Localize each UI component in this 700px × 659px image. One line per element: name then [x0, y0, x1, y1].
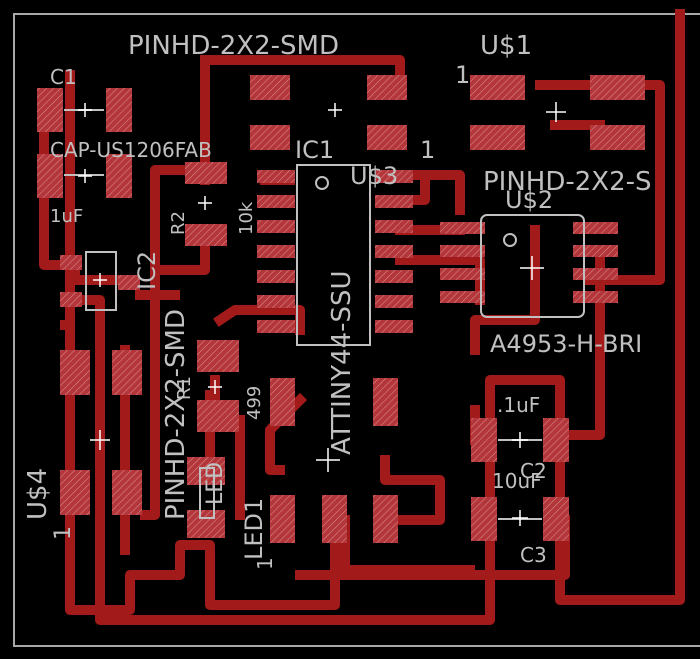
label-pinhd-right: PINHD-2X2-S: [483, 167, 652, 197]
label-r2-value: 10k: [236, 201, 257, 235]
pad-attiny-r4: [375, 245, 413, 258]
pad-a4953-l2: [440, 245, 485, 257]
pads: [37, 75, 645, 543]
label-u3: U$3: [350, 162, 398, 190]
pad-attiny-l2: [257, 195, 295, 208]
pad-a4953-r4: [573, 291, 618, 303]
label-pinhd-vertical: PINHD-2X2-SMD: [161, 309, 191, 520]
pad-vheader-4: [322, 495, 347, 543]
pad-a4953-l4: [440, 291, 485, 303]
pad-a4953-l1: [440, 222, 485, 234]
pad-u4-2: [112, 350, 142, 395]
pad-cap1uf-right: [106, 154, 132, 198]
label-r2: R2: [168, 211, 189, 235]
pad-vheader-3: [270, 495, 295, 543]
label-cap-us: CAP-US1206FAB: [50, 138, 212, 162]
pad-ic2-1: [60, 255, 82, 270]
pad-attiny-l7: [257, 320, 295, 333]
label-r1: R1: [174, 376, 195, 400]
pad-a4953-r2: [573, 245, 618, 257]
label-pin1-led: 1: [253, 557, 277, 570]
pad-vheader-5: [373, 495, 398, 543]
pad-top-header-1: [250, 75, 290, 100]
pad-u4-3: [60, 470, 90, 515]
pad-attiny-l6: [257, 295, 295, 308]
label-pin1-u1: 1: [455, 61, 470, 89]
pad-attiny-l5: [257, 270, 295, 283]
label-led1: LED1: [240, 498, 268, 560]
pad-c3-right: [543, 497, 569, 541]
attiny-outline: [296, 164, 371, 346]
pad-u1-2: [590, 75, 645, 100]
label-u1: U$1: [480, 31, 532, 61]
label-c2: C2: [520, 459, 547, 483]
pad-top-header-2: [367, 75, 407, 100]
pad-u1-1: [470, 75, 525, 100]
label-pin1-top: 1: [420, 136, 435, 164]
a4953-pin1-marker: [503, 233, 517, 247]
attiny-pin1-marker: [315, 176, 329, 190]
pad-c3-left: [471, 497, 497, 541]
pad-a4953-r3: [573, 268, 618, 280]
label-pin1-u4: 1: [51, 526, 76, 540]
pad-led1-bottom: [187, 510, 225, 538]
pad-c1-right: [106, 88, 132, 132]
pad-u1-4: [590, 125, 645, 150]
label-c3-value: 10uF: [492, 469, 542, 493]
pad-ic2-2: [60, 292, 82, 307]
pad-r1-bottom: [197, 400, 239, 432]
ic2-outline: [85, 251, 117, 311]
pad-u4-4: [112, 470, 142, 515]
label-c1-value: 1uF: [50, 206, 83, 227]
label-led-text: LED: [203, 462, 228, 505]
label-c1: C1: [50, 65, 77, 89]
a4953-outline: [480, 214, 585, 318]
pad-vheader-2: [373, 378, 398, 426]
pad-c1-left: [37, 88, 63, 132]
origin-crosses: [78, 102, 566, 526]
pad-attiny-l4: [257, 245, 295, 258]
pad-led1-top: [187, 457, 225, 485]
label-u2: U$2: [505, 186, 553, 214]
pad-attiny-r3: [375, 220, 413, 233]
traces: [39, 9, 685, 625]
pad-r2-top: [185, 162, 227, 184]
pad-attiny-l3: [257, 220, 295, 233]
label-c3: C3: [520, 543, 547, 567]
pad-u1-3: [470, 125, 525, 150]
pad-r1-top: [197, 340, 239, 372]
pad-r2-bottom: [185, 224, 227, 246]
silkscreen-labels: PINHD-2X2-SMD U$1 1 C1 CAP-US1206FAB IC1…: [23, 31, 652, 570]
pad-a4953-l3: [440, 268, 485, 280]
label-ic2: IC2: [133, 251, 161, 290]
pad-ic2-3: [118, 275, 140, 290]
led-outline: [199, 467, 215, 519]
pad-attiny-r1: [375, 170, 413, 183]
label-u4: U$4: [23, 468, 53, 520]
pad-attiny-r6: [375, 295, 413, 308]
label-ic1: IC1: [295, 136, 334, 164]
pad-attiny-l1: [257, 170, 295, 183]
pad-u4-1: [60, 350, 90, 395]
pad-attiny-r7: [375, 320, 413, 333]
label-attiny: ATTINY44-SSU: [327, 270, 357, 455]
pad-c2-left: [471, 418, 497, 462]
label-c2-value: .1uF: [497, 393, 540, 417]
pad-top-header-4: [367, 125, 407, 150]
pad-c2-right: [543, 418, 569, 462]
pad-cap1uf-left: [37, 154, 63, 198]
board-outline: [13, 13, 700, 647]
pad-top-header-3: [250, 125, 290, 150]
pad-a4953-r1: [573, 222, 618, 234]
pad-vheader-1: [270, 378, 295, 426]
pad-attiny-r5: [375, 270, 413, 283]
pad-attiny-r2: [375, 195, 413, 208]
label-r1-value: 499: [244, 386, 265, 420]
label-pinhd-top: PINHD-2X2-SMD: [128, 31, 339, 61]
label-a4953: A4953-H-BRI: [490, 330, 642, 358]
